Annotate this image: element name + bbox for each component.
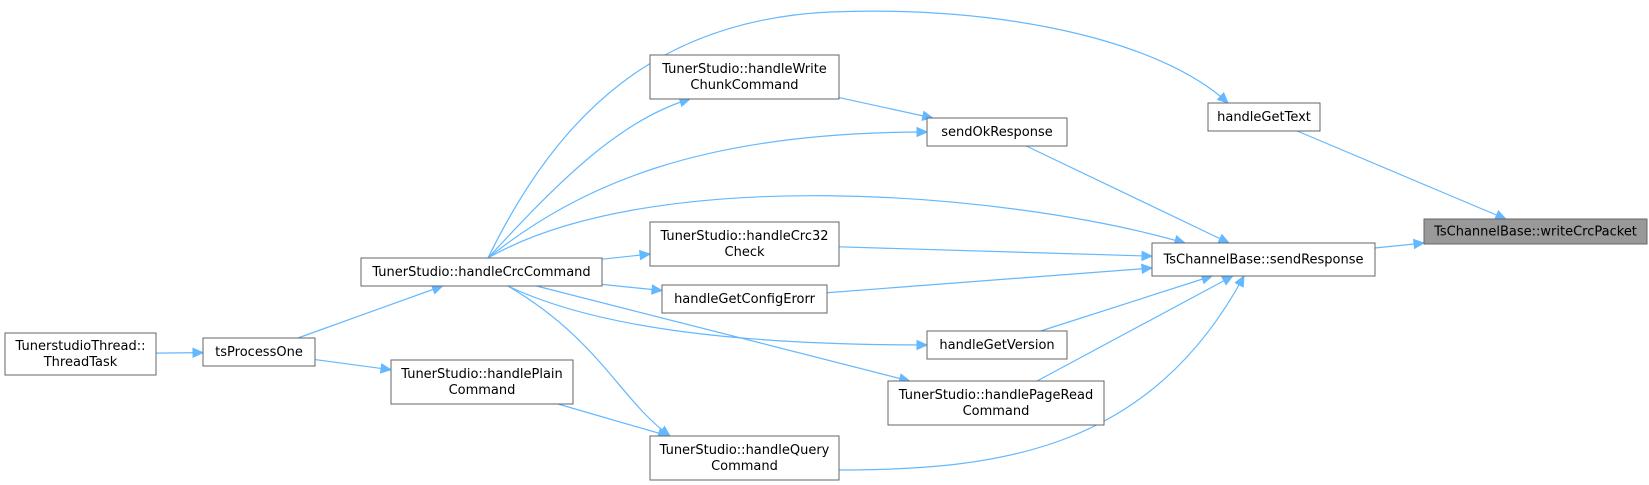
node-label: TunerStudio::handlePlain	[400, 367, 563, 382]
node-label: sendOkResponse	[941, 125, 1052, 140]
edge-arrowhead	[651, 284, 664, 295]
edge-line	[838, 96, 933, 119]
edge-line	[826, 267, 1153, 294]
edge-line	[1036, 275, 1234, 382]
edge-arrowhead	[1217, 233, 1231, 244]
node-label: ChunkCommand	[690, 78, 798, 93]
edge-handlePageRead-to-sendResponse	[1036, 275, 1234, 382]
edge-arrowhead	[1234, 274, 1245, 288]
edge-handleCrcCommand-to-handleCrc32	[601, 249, 652, 261]
edge-line	[487, 131, 928, 259]
edge-handleCrcCommand-to-handleGetVersion	[507, 285, 929, 351]
node-writeCrcPacket[interactable]: TsChannelBase::writeCrcPacket	[1423, 218, 1648, 245]
node-label: TunerStudio::handleCrc32	[659, 229, 828, 244]
node-box	[1207, 102, 1321, 132]
node-box	[202, 337, 316, 367]
node-box	[360, 257, 603, 287]
node-handleCrcCommand[interactable]: TunerStudio::handleCrcCommand	[360, 257, 603, 287]
node-label: TunerstudioThread::	[15, 339, 146, 354]
edge-arrowhead	[916, 126, 929, 138]
node-sendResponse[interactable]: TsChannelBase::sendResponse	[1151, 242, 1376, 277]
node-threadTask[interactable]: TunerstudioThread::ThreadTask	[4, 332, 157, 376]
edge-line	[314, 358, 392, 371]
node-label: Command	[711, 459, 778, 474]
node-box	[1423, 218, 1648, 245]
edge-line	[838, 275, 1245, 471]
edge-arrowhead	[1220, 275, 1234, 286]
edge-handleCrcCommand-to-handleGetText	[487, 10, 1229, 259]
edge-arrowhead	[916, 339, 929, 351]
edge-handleGetText-to-writeCrcPacket	[1296, 130, 1507, 220]
edge-line	[1040, 275, 1213, 332]
edge-line	[1296, 130, 1507, 220]
node-handleGetVersion[interactable]: handleGetVersion	[926, 330, 1068, 360]
node-box	[887, 380, 1105, 426]
node-label: ThreadTask	[43, 355, 118, 370]
edge-tsProcessOne-to-handlePlain	[314, 358, 393, 374]
edge-handleQuery-to-sendResponse	[838, 274, 1245, 471]
edge-tsProcessOne-to-handleCrcCommand	[297, 284, 444, 339]
edge-arrowhead	[1141, 250, 1154, 262]
node-label: Command	[449, 383, 516, 398]
edge-arrowhead	[1141, 263, 1154, 275]
node-label: TsChannelBase::sendResponse	[1162, 253, 1363, 268]
node-box	[649, 435, 840, 481]
node-handleGetText[interactable]: handleGetText	[1207, 102, 1321, 132]
edge-line	[1026, 145, 1230, 244]
edge-arrowhead	[192, 347, 205, 359]
edge-arrowhead	[1216, 91, 1229, 104]
node-box	[649, 221, 840, 267]
edge-threadTask-to-tsProcessOne	[155, 347, 205, 359]
node-handleGetConfigErorr[interactable]: handleGetConfigErorr	[661, 284, 828, 314]
edge-line	[487, 10, 1229, 259]
edge-handleCrcCommand-to-handleGetConfigErorr	[601, 283, 664, 295]
node-label: Check	[725, 245, 765, 260]
edge-handleCrc32-to-sendResponse	[838, 246, 1154, 262]
node-box	[390, 359, 574, 405]
node-box	[1151, 242, 1376, 277]
edge-line	[487, 195, 1186, 259]
node-label: handleGetVersion	[939, 338, 1054, 353]
node-box	[926, 117, 1068, 147]
node-label: TunerStudio::handlePageRead	[898, 388, 1093, 403]
node-sendOkResponse[interactable]: sendOkResponse	[926, 117, 1068, 147]
edge-handleGetConfigErorr-to-sendResponse	[826, 263, 1154, 294]
edge-handleGetVersion-to-sendResponse	[1040, 274, 1214, 332]
edge-line	[838, 246, 1153, 257]
node-label: handleGetText	[1217, 110, 1311, 125]
edge-arrowhead	[379, 363, 393, 374]
node-label: TunerStudio::handleCrcCommand	[371, 265, 590, 280]
node-tsProcessOne[interactable]: tsProcessOne	[202, 337, 316, 367]
edge-arrowhead	[1494, 210, 1507, 220]
node-box	[649, 54, 840, 100]
edge-line	[507, 285, 671, 437]
node-box	[4, 332, 157, 376]
node-box	[926, 330, 1068, 360]
node-label: tsProcessOne	[215, 345, 303, 360]
edge-handleWriteChunk-to-sendOkResponse	[838, 96, 934, 121]
edge-sendResponse-to-writeCrcPacket	[1374, 238, 1426, 250]
edge-line	[536, 285, 910, 382]
node-box	[661, 284, 828, 314]
edge-line	[487, 98, 691, 259]
node-label: TunerStudio::handleQuery	[659, 443, 830, 458]
node-label: handleGetConfigErorr	[674, 292, 816, 307]
edge-arrowhead	[1413, 238, 1426, 250]
edge-line	[507, 285, 928, 346]
edge-handleCrcCommand-to-sendOkResponse	[487, 126, 929, 259]
edge-arrowhead	[639, 249, 652, 261]
edge-line	[557, 403, 669, 437]
node-label: TsChannelBase::writeCrcPacket	[1433, 225, 1637, 240]
edge-line	[297, 285, 443, 339]
node-label: Command	[963, 404, 1030, 419]
node-label: TunerStudio::handleWrite	[661, 62, 827, 77]
